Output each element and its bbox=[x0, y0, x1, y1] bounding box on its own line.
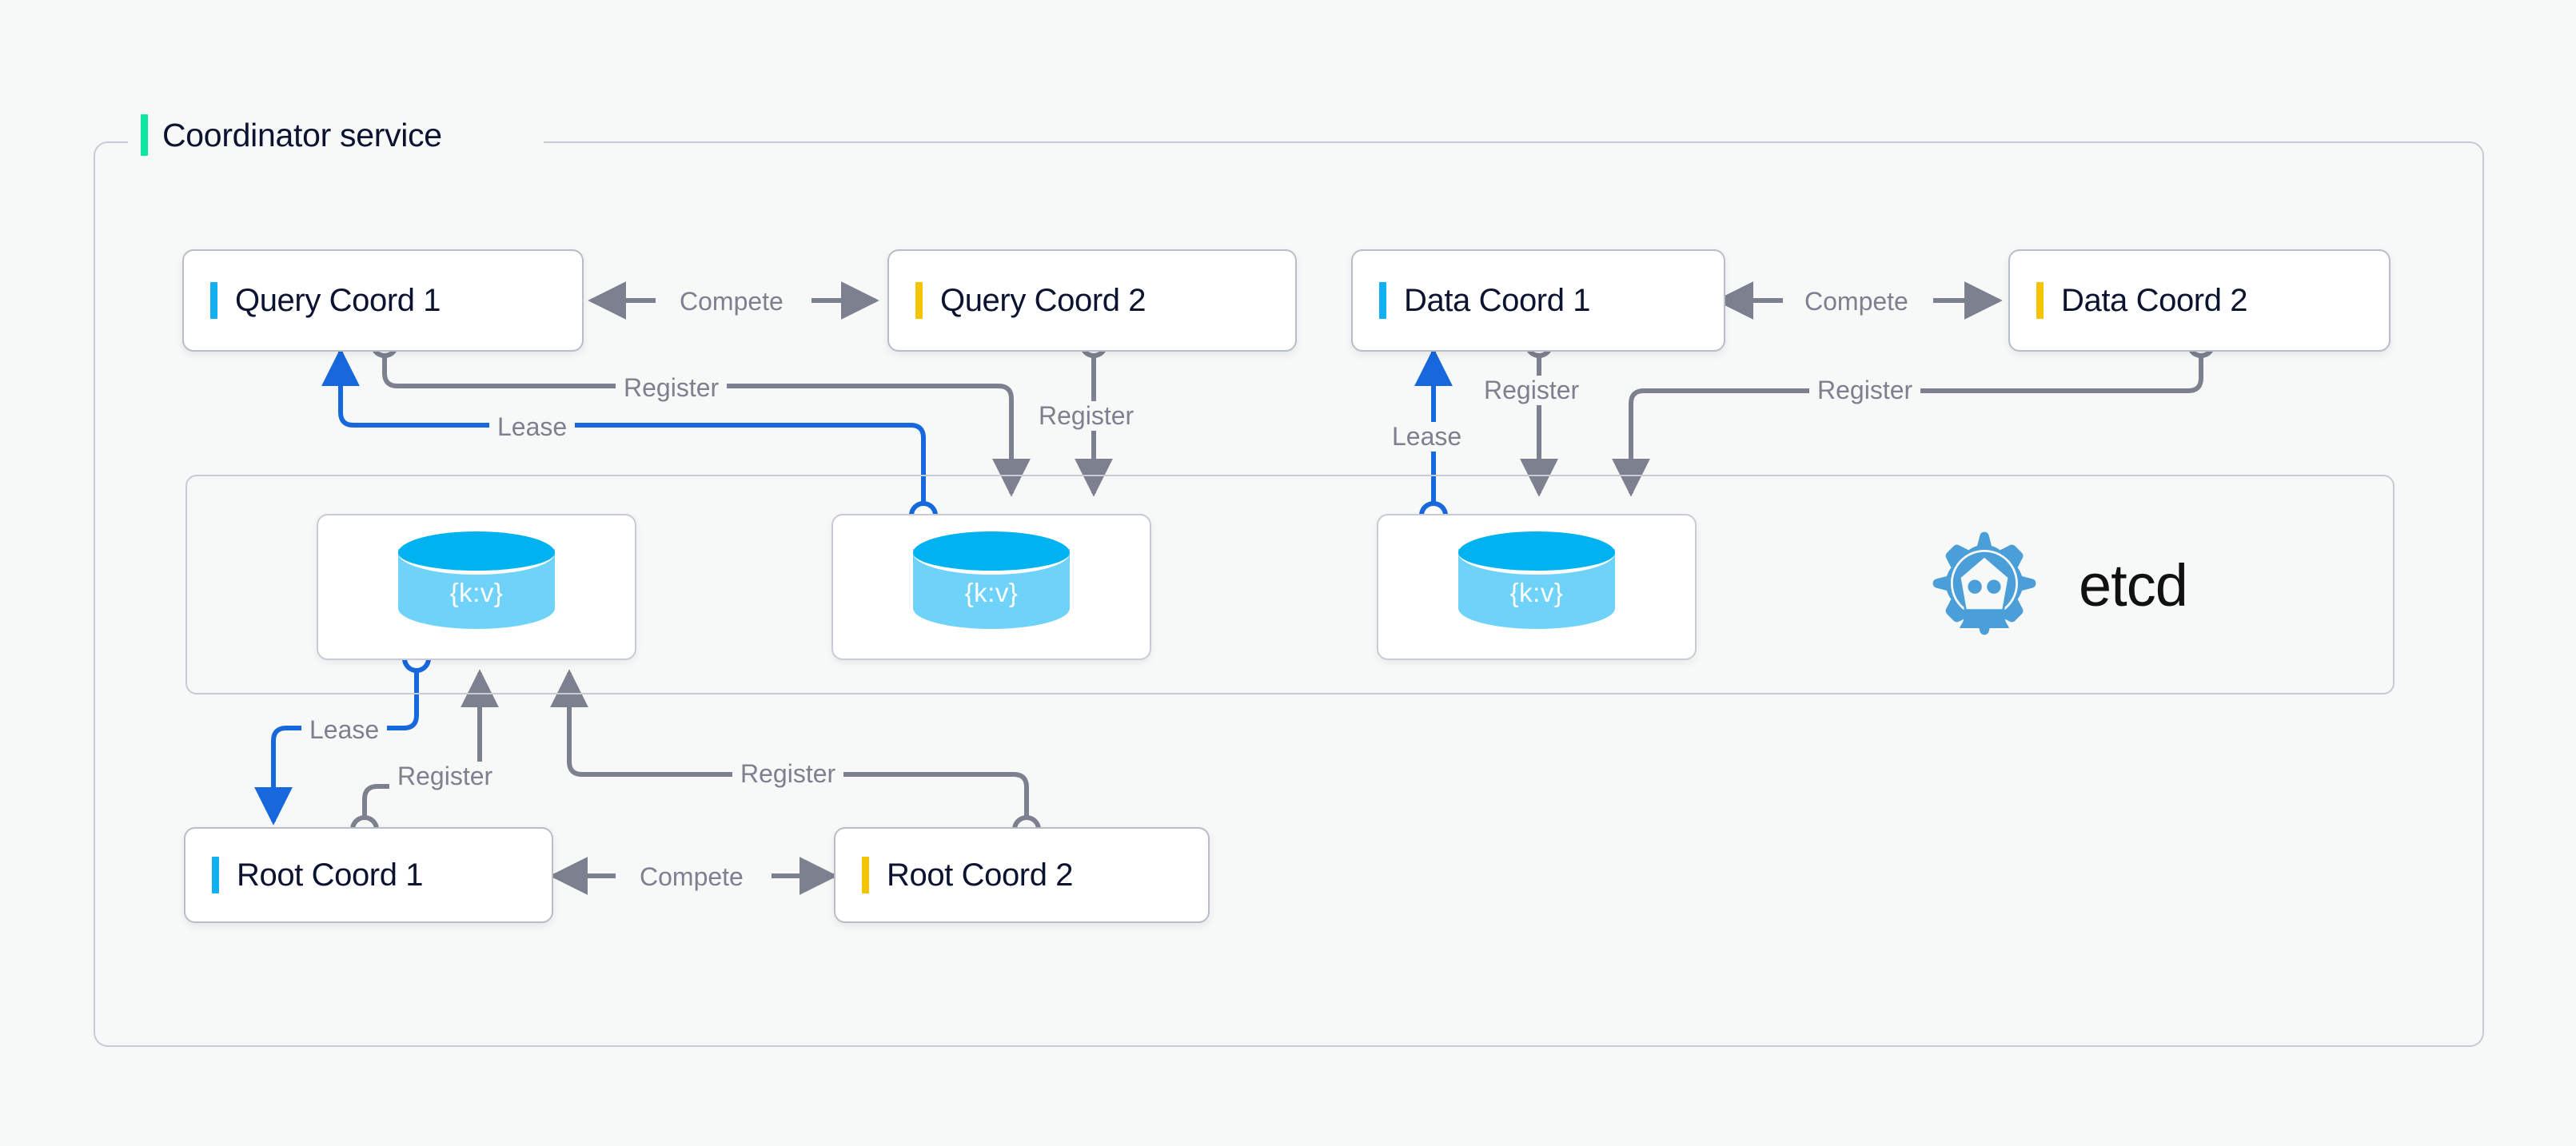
datastore-card-3[interactable]: {k:v} bbox=[1377, 514, 1697, 660]
coordinator-service-panel bbox=[94, 141, 2484, 1047]
node-query-coord-2[interactable]: Query Coord 2 bbox=[887, 249, 1297, 352]
edge-label-register-root-coord-1: Register bbox=[389, 762, 501, 791]
node-data-coord-1[interactable]: Data Coord 1 bbox=[1351, 249, 1725, 352]
kv-cylinder-icon: {k:v} bbox=[1458, 531, 1615, 643]
edge-label-compete-data: Compete bbox=[1796, 287, 1916, 316]
etcd-logo: etcd bbox=[1928, 527, 2188, 643]
kv-label: {k:v} bbox=[449, 577, 504, 607]
etcd-wordmark: etcd bbox=[2079, 552, 2188, 619]
group-title-label: Coordinator service bbox=[162, 116, 442, 153]
edge-label-register-query-coord-2: Register bbox=[1031, 401, 1142, 431]
node-label: Query Coord 2 bbox=[940, 282, 1146, 318]
edge-label-register-query-coord-1: Register bbox=[616, 373, 728, 403]
datastore-card-2[interactable]: {k:v} bbox=[831, 514, 1151, 660]
edge-label-register-data-coord-1: Register bbox=[1476, 376, 1588, 405]
edge-label-compete-query: Compete bbox=[672, 287, 792, 316]
etcd-gear-robot-icon bbox=[1928, 527, 2040, 643]
node-root-coord-1[interactable]: Root Coord 1 bbox=[184, 827, 553, 923]
group-accent-bar bbox=[141, 114, 148, 156]
group-title: Coordinator service bbox=[141, 108, 442, 162]
kv-cylinder-icon: {k:v} bbox=[913, 531, 1070, 643]
edge-label-lease-root: Lease bbox=[301, 715, 388, 745]
node-accent-bar bbox=[210, 282, 217, 319]
edge-label-register-data-coord-2: Register bbox=[1809, 376, 1921, 405]
node-label: Root Coord 2 bbox=[887, 857, 1074, 893]
node-accent-bar bbox=[915, 282, 923, 319]
edge-label-lease-data: Lease bbox=[1384, 422, 1470, 452]
datastore-card-1[interactable]: {k:v} bbox=[317, 514, 636, 660]
node-label: Data Coord 2 bbox=[2061, 282, 2248, 318]
title-border-gap bbox=[128, 129, 544, 155]
kv-label: {k:v} bbox=[1509, 577, 1564, 607]
edge-label-register-root-coord-2: Register bbox=[732, 759, 844, 789]
kv-cylinder-icon: {k:v} bbox=[398, 531, 555, 643]
edge-label-compete-root: Compete bbox=[632, 862, 752, 892]
edge-label-lease-query: Lease bbox=[489, 412, 576, 442]
etcd-cluster-panel bbox=[185, 475, 2395, 694]
node-label: Data Coord 1 bbox=[1404, 282, 1591, 318]
kv-label: {k:v} bbox=[964, 577, 1019, 607]
node-label: Root Coord 1 bbox=[237, 857, 424, 893]
node-accent-bar bbox=[212, 857, 219, 893]
node-root-coord-2[interactable]: Root Coord 2 bbox=[834, 827, 1210, 923]
node-accent-bar bbox=[2036, 282, 2044, 319]
node-accent-bar bbox=[862, 857, 869, 893]
node-query-coord-1[interactable]: Query Coord 1 bbox=[182, 249, 584, 352]
node-accent-bar bbox=[1379, 282, 1386, 319]
node-data-coord-2[interactable]: Data Coord 2 bbox=[2008, 249, 2391, 352]
node-label: Query Coord 1 bbox=[235, 282, 441, 318]
